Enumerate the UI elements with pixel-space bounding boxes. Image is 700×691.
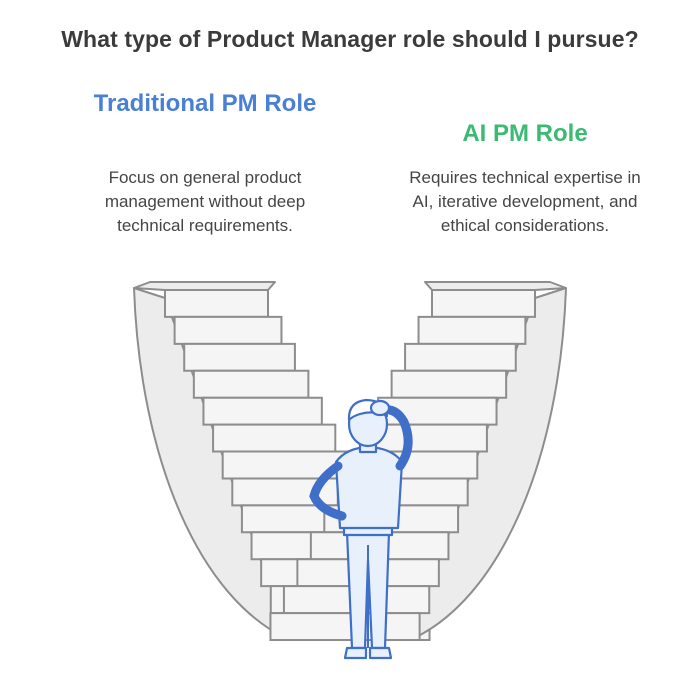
ai-pm-title: AI PM Role [462, 120, 588, 147]
staircase-left-step [183, 342, 296, 372]
staircase-right-step [269, 612, 421, 641]
staircase-left-step [192, 369, 310, 399]
staircase-left-step [212, 423, 337, 453]
person-thinking-icon [309, 398, 413, 660]
staircase-left-top [133, 281, 276, 291]
staircase-left-step [202, 396, 323, 426]
ai-pm-description: Requires technical expertise in AI, iter… [409, 168, 641, 235]
page-title: What type of Product Manager role should… [61, 26, 639, 52]
staircase-right-step [417, 315, 527, 345]
staircase-right-step [390, 369, 508, 399]
staircase-right-top [424, 281, 567, 291]
staircase-left-step [164, 289, 269, 318]
staircase-left-step [173, 315, 283, 345]
traditional-pm-description: Focus on general product management with… [104, 168, 306, 235]
staircase-right-step [404, 342, 517, 372]
staircase-right-step [431, 289, 536, 318]
traditional-pm-title: Traditional PM Role [93, 90, 317, 117]
